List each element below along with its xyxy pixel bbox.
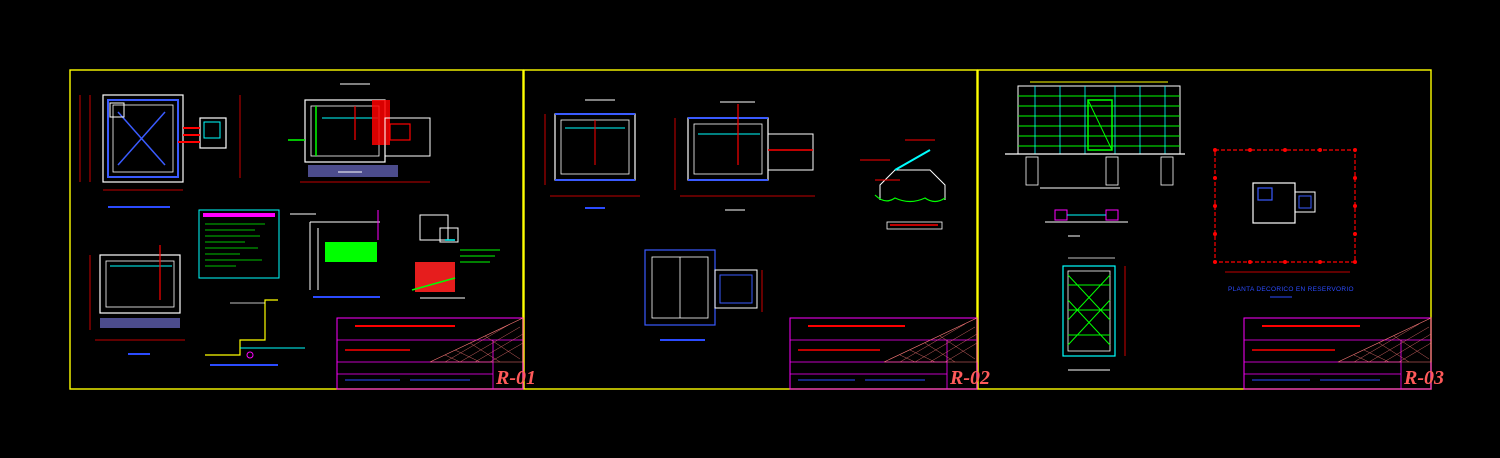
- title-block-r02[interactable]: R-02: [789, 317, 990, 390]
- rebar-elevation[interactable]: [1005, 81, 1185, 189]
- slab-rebar-plan[interactable]: [1062, 257, 1126, 371]
- title-block-r03[interactable]: R-03: [1243, 317, 1444, 390]
- reservoir-section-c[interactable]: [544, 99, 640, 209]
- sheet-r02-content: R-02: [544, 99, 990, 390]
- plan-title-label: PLANTA DECORICO EN RESERVORIO: [1228, 286, 1354, 293]
- reservoir-section-b[interactable]: [89, 245, 185, 355]
- valve-box-detail[interactable]: [860, 139, 946, 230]
- site-perimeter-plan[interactable]: PLANTA DECORICO EN RESERVORIO: [1213, 148, 1357, 298]
- sheet-frames: [69, 69, 1432, 390]
- wall-footing-detail[interactable]: [290, 210, 380, 298]
- pipe-connection-detail[interactable]: [411, 214, 500, 299]
- reservoir-section-d[interactable]: [674, 101, 815, 211]
- foundation-plan-r02[interactable]: [644, 249, 763, 341]
- sheet-number-r03: R-03: [1403, 367, 1444, 389]
- title-block-r01[interactable]: R-01: [336, 317, 536, 390]
- reservoir-plan-view[interactable]: [79, 94, 241, 208]
- sheet-r02-frame[interactable]: [523, 69, 978, 390]
- footing-section-detail[interactable]: [1045, 209, 1128, 237]
- reservoir-section-a[interactable]: [288, 83, 431, 183]
- sheet-r01-frame[interactable]: [69, 69, 524, 390]
- sheet-number-r02: R-02: [949, 367, 990, 389]
- sheet-r03-frame[interactable]: [977, 69, 1432, 390]
- sheet-r03-content: PLANTA DECORICO EN RESERVORIO R-03: [1005, 81, 1444, 390]
- sheet-number-r01: R-01: [495, 367, 536, 389]
- sheet-r01-content: R-01: [79, 83, 536, 390]
- general-notes-box[interactable]: [198, 209, 280, 279]
- piping-isometric[interactable]: [205, 299, 305, 366]
